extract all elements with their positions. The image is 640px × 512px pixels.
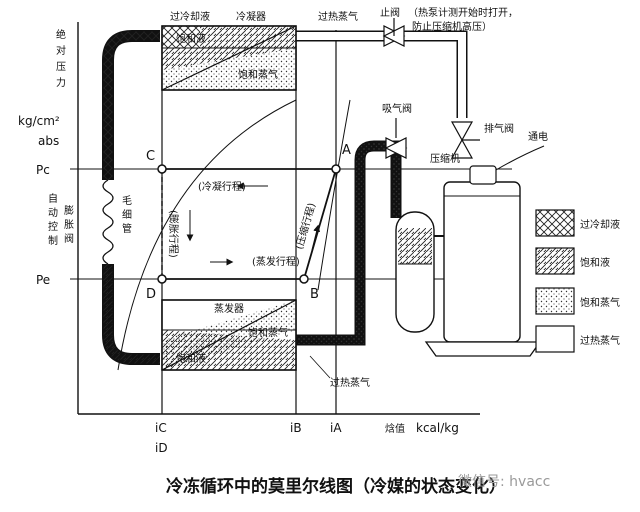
point-b	[299, 274, 309, 284]
auto-control-label: 自 动 控 制	[48, 192, 58, 247]
svg-text:管: 管	[122, 222, 132, 235]
y-axis-unit: kg/cm²	[18, 114, 60, 128]
diagram-caption: 冷冻循环中的莫里尔线图（冷媒的状态变化）	[166, 476, 506, 497]
x-tick-ia: iA	[330, 421, 342, 435]
legend: 过冷却液 饱和液 饱和蒸气 过热蒸气	[535, 209, 620, 353]
stop-valve-note-2: 防止压缩机高压）	[412, 20, 492, 33]
suction-valve-label: 吸气阀	[382, 102, 412, 115]
discharge-valve	[450, 121, 480, 159]
legend-swatch-saturated-vapor	[535, 287, 575, 315]
point-d	[157, 274, 167, 284]
legend-swatch-saturated-liquid	[535, 247, 575, 275]
power-label: 通电	[528, 130, 548, 143]
svg-text:压: 压	[56, 61, 66, 73]
expansion-stroke-label: (膨胀行程)	[167, 210, 180, 258]
suction-valve	[384, 118, 408, 159]
svg-text:制: 制	[48, 234, 58, 247]
x-tick-id: iD	[155, 441, 168, 455]
svg-text:力: 力	[56, 76, 66, 89]
svg-text:胀: 胀	[64, 219, 74, 231]
legend-swatch-subcooled	[535, 209, 575, 237]
label-saturated-liquid-top: 饱和液	[176, 32, 206, 45]
expansion-valve-label: 膨 胀 阀	[64, 204, 74, 245]
label-subcooled: 过冷却液	[170, 10, 210, 23]
svg-text:阀: 阀	[64, 232, 74, 245]
compressor	[424, 165, 542, 357]
y-tick-pe: Pe	[36, 273, 50, 287]
point-a	[331, 164, 341, 174]
compressor-label: 压缩机	[430, 152, 460, 165]
legend-label: 饱和液	[580, 256, 610, 269]
label-condenser: 冷凝器	[236, 10, 266, 23]
legend-label: 饱和蒸气	[580, 296, 620, 309]
svg-text:毛: 毛	[122, 195, 132, 207]
legend-label: 过热蒸气	[580, 334, 620, 347]
y-axis-title: 绝 对 压 力	[56, 28, 66, 89]
watermark: 微信号: hvacc	[458, 474, 550, 490]
y-axis-unit-suffix: abs	[38, 134, 59, 148]
capillary-label: 毛 细 管	[122, 195, 132, 235]
label-evap-saturated-vapor: 饱和蒸气	[248, 326, 288, 339]
label-evap-saturated-liquid: 饱和液	[176, 352, 206, 365]
point-c	[157, 164, 167, 174]
svg-text:对: 对	[56, 44, 66, 57]
condensing-stroke-label: (冷凝行程)	[198, 180, 246, 193]
legend-label: 过冷却液	[580, 218, 620, 231]
discharge-valve-label: 排气阀	[484, 122, 514, 135]
x-axis-title: 焓值	[385, 422, 405, 435]
accumulator	[395, 211, 435, 333]
label-evap-superheated: 过热蒸气	[330, 376, 370, 389]
label-saturated-vapor-top: 饱和蒸气	[238, 68, 278, 81]
stop-valve-label: 止阀	[380, 6, 400, 19]
piping	[102, 30, 468, 365]
x-tick-ic: iC	[155, 421, 167, 435]
svg-text:控: 控	[48, 220, 58, 233]
label-evaporator: 蒸发器	[214, 302, 244, 315]
svg-text:细: 细	[122, 208, 132, 221]
cycle-path	[117, 99, 351, 371]
svg-text:膨: 膨	[64, 204, 74, 217]
label-superheated-top: 过热蒸气	[318, 10, 358, 23]
x-axis-unit: kcal/kg	[416, 421, 459, 435]
point-d-label: D	[146, 287, 156, 302]
x-tick-ib: iB	[290, 421, 302, 435]
evaporation-stroke-label: (蒸发行程)	[252, 255, 300, 268]
svg-text:动: 动	[48, 207, 58, 219]
stop-valve-note-1: （热泵计测开始时打开，	[408, 6, 518, 19]
y-tick-pc: Pc	[36, 163, 50, 177]
svg-text:绝: 绝	[56, 28, 66, 41]
legend-swatch-superheated	[535, 325, 575, 353]
point-b-label: B	[310, 287, 319, 302]
point-c-label: C	[146, 149, 155, 164]
svg-text:自: 自	[48, 192, 58, 205]
point-a-label: A	[342, 143, 351, 158]
stop-valve	[382, 18, 406, 47]
condenser	[161, 25, 297, 91]
evaporator	[161, 299, 297, 371]
